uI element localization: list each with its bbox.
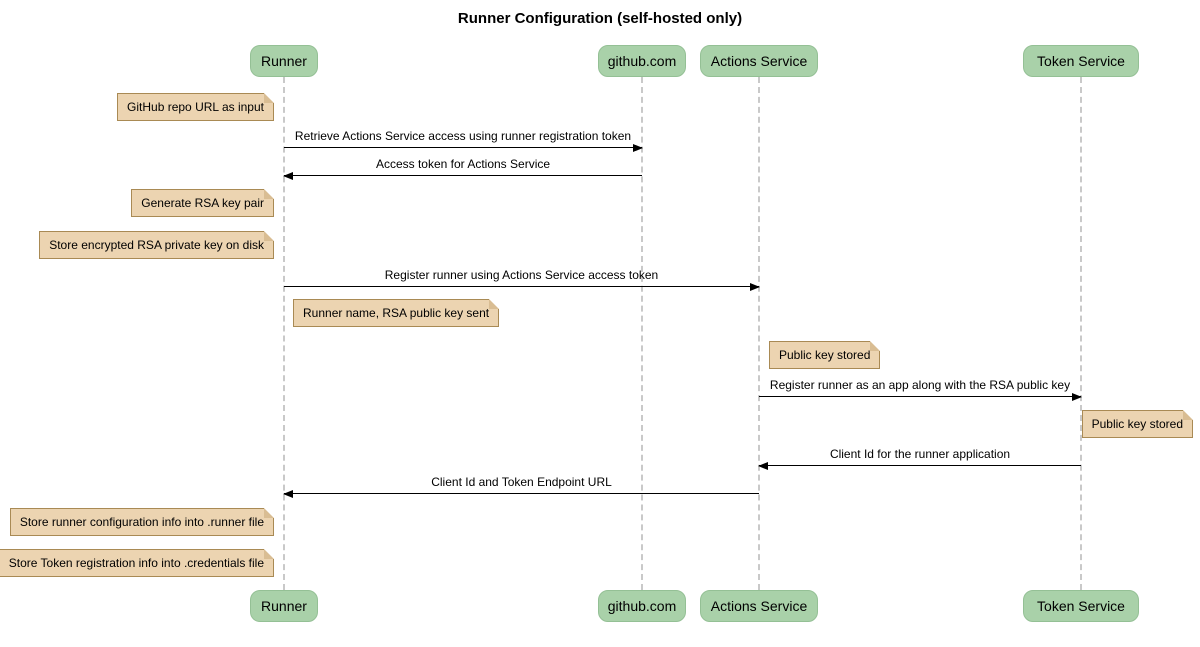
note-text: Store Token registration info into .cred… [8, 556, 264, 570]
participant-runner-top: Runner [250, 45, 318, 77]
arrowhead-right-icon [750, 283, 760, 291]
message-line [759, 393, 1082, 401]
lifeline-token-service [1080, 77, 1082, 590]
participant-github-top: github.com [598, 45, 686, 77]
note-store-runner-config: Store runner configuration info into .ru… [9, 508, 275, 536]
message-line [283, 172, 642, 180]
lifeline-github [641, 77, 643, 590]
lifeline-runner [283, 77, 285, 590]
note-public-key-stored-actions: Public key stored [769, 341, 881, 369]
arrowhead-right-icon [633, 144, 643, 152]
note-text: GitHub repo URL as input [127, 100, 264, 114]
note-text: Generate RSA key pair [141, 196, 264, 210]
message-line [758, 462, 1081, 470]
message-client-id-and-token-endpoint: Client Id and Token Endpoint URL [283, 475, 759, 498]
message-retrieve-actions-service-access: Retrieve Actions Service access using ru… [284, 129, 643, 152]
message-line [284, 144, 643, 152]
arrowhead-left-icon [283, 172, 293, 180]
participant-actions-service-top: Actions Service [700, 45, 818, 77]
message-label: Register runner using Actions Service ac… [384, 268, 659, 282]
participant-runner-bottom: Runner [250, 590, 318, 622]
participant-token-service-bottom: Token Service [1023, 590, 1139, 622]
message-label: Retrieve Actions Service access using ru… [294, 129, 632, 143]
message-label: Client Id and Token Endpoint URL [431, 475, 612, 489]
message-access-token-for-actions-service: Access token for Actions Service [283, 157, 642, 180]
participant-token-service-top: Token Service [1023, 45, 1139, 77]
arrowhead-left-icon [283, 490, 293, 498]
arrowhead-right-icon [1072, 393, 1082, 401]
message-label: Register runner as an app along with the… [769, 378, 1071, 392]
note-text: Public key stored [1091, 417, 1183, 431]
message-client-id-for-runner-app: Client Id for the runner application [758, 447, 1081, 470]
note-runner-name-public-key-sent: Runner name, RSA public key sent [293, 299, 500, 327]
arrowhead-left-icon [758, 462, 768, 470]
note-generate-rsa-key-pair: Generate RSA key pair [131, 189, 274, 217]
note-public-key-stored-token: Public key stored [1081, 410, 1194, 438]
note-store-encrypted-private-key: Store encrypted RSA private key on disk [39, 231, 274, 259]
note-store-token-registration: Store Token registration info into .cred… [0, 549, 275, 577]
note-github-repo-url-input: GitHub repo URL as input [117, 93, 274, 121]
diagram-title: Runner Configuration (self-hosted only) [457, 10, 743, 27]
note-text: Store runner configuration info into .ru… [19, 515, 264, 529]
lifeline-actions-service [758, 77, 760, 590]
message-line [283, 490, 759, 498]
note-text: Store encrypted RSA private key on disk [49, 238, 264, 252]
note-text: Runner name, RSA public key sent [303, 306, 490, 320]
message-register-runner-as-app: Register runner as an app along with the… [759, 378, 1082, 401]
message-line [284, 283, 760, 291]
participant-actions-service-bottom: Actions Service [700, 590, 818, 622]
note-text: Public key stored [779, 348, 871, 362]
message-label: Access token for Actions Service [375, 157, 551, 171]
message-label: Client Id for the runner application [829, 447, 1011, 461]
participant-github-bottom: github.com [598, 590, 686, 622]
message-register-runner: Register runner using Actions Service ac… [284, 268, 760, 291]
